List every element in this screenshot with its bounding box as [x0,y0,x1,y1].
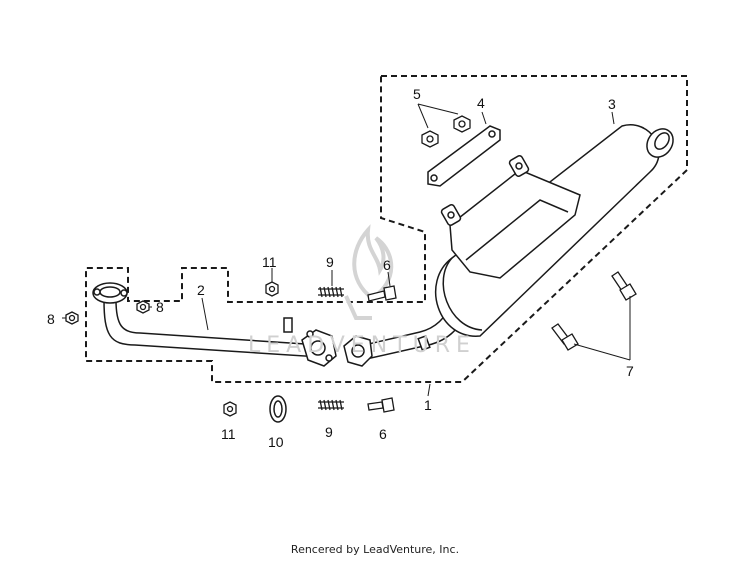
callout-11-bottom: 11 [221,426,236,442]
front-pipe [92,282,337,367]
watermark-text: LEADVENTURE [248,333,476,358]
callout-10: 10 [268,434,284,450]
small-nuts [223,281,279,417]
callout-3: 3 [608,96,616,112]
callout-6-bottom: 6 [379,426,387,442]
callout-8-left: 8 [47,311,55,327]
pipe-nuts [65,300,150,325]
callout-8-right: 8 [156,299,164,315]
callout-7: 7 [626,363,634,379]
callout-11-top: 11 [262,254,277,270]
callout-2: 2 [197,282,205,298]
gasket [269,395,287,423]
studs [367,285,397,413]
callout-9-top: 9 [326,254,334,270]
bracket [427,125,501,187]
callout-9-bottom: 9 [325,424,333,440]
callout-6-top: 6 [383,257,391,273]
callout-5: 5 [413,86,421,102]
leader-lines [62,103,631,397]
flame-logo [344,224,394,320]
springs [318,286,344,411]
callout-1: 1 [424,397,432,413]
callout-4: 4 [477,95,485,111]
footer-credit: Rencered by LeadVenture, Inc. [290,543,460,556]
muffler [434,124,674,337]
mounting-bolts [551,271,637,351]
rear-pipe [343,301,469,367]
bracket-nuts [421,115,471,148]
